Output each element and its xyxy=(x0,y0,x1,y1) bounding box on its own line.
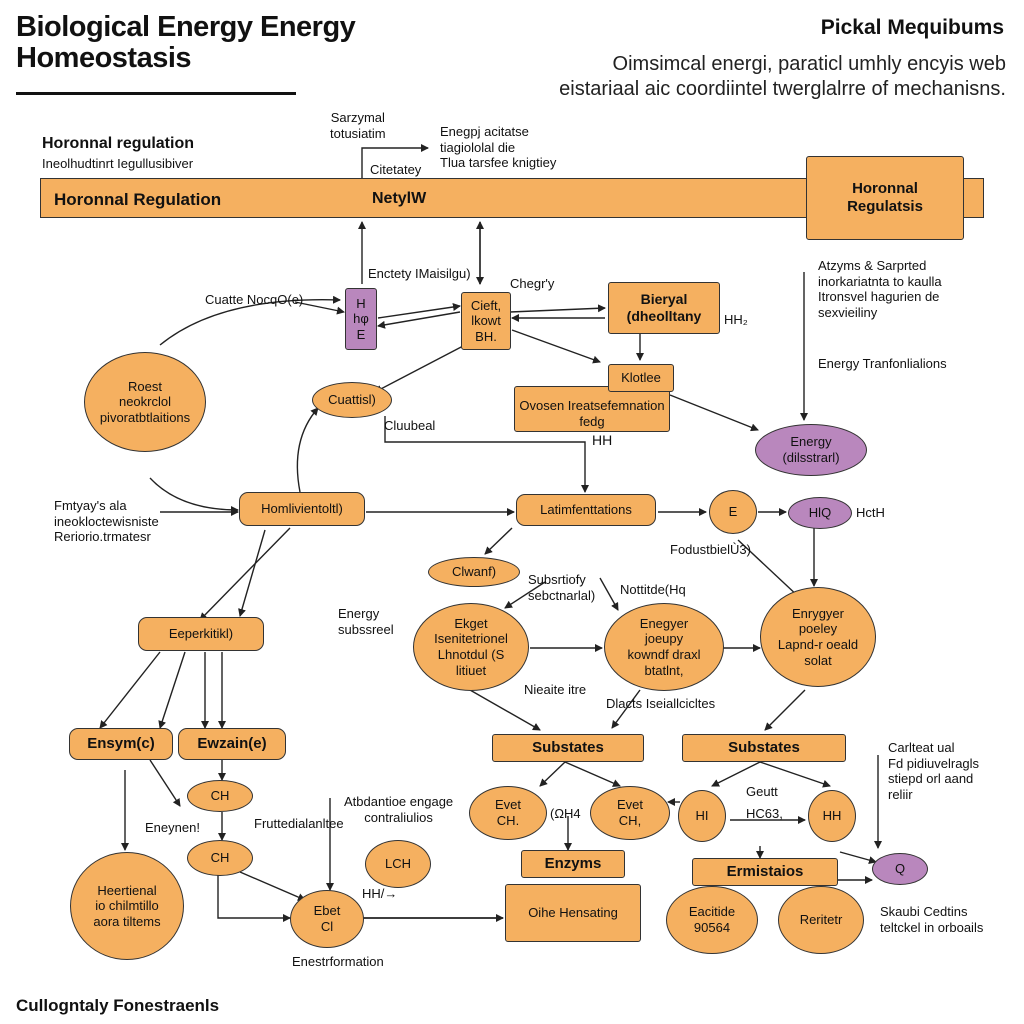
hve-node: H hφ E xyxy=(345,288,377,350)
eactlide-node: Eacitide 90564 xyxy=(666,886,758,954)
hh-label: HH xyxy=(592,432,613,448)
ebet-node: Ebet Cl xyxy=(290,890,364,948)
hormonal-regulatis-box: Horonnal Regulatsis xyxy=(806,156,964,240)
dlacts-label: Dlacts Iseiallcicltes xyxy=(606,696,716,711)
substates-right-node: Substates xyxy=(682,734,846,762)
geutt-label: Geutt xyxy=(746,784,778,799)
ch-bot-node: CH xyxy=(187,840,253,876)
energyr-right-node: Enrygyer poeley Lapnd-r oeald solat xyxy=(760,587,876,687)
energy-transformations-label: Energy Tranfonlialions xyxy=(818,356,947,371)
roest-node: Roest neokrclol pivoratbtlaitions xyxy=(84,352,206,452)
hi-circle-node: HI xyxy=(678,790,726,842)
band-label-left: Horonnal Regulation xyxy=(54,190,222,209)
carfteat-label: Carlteat ual Fd pidiuvelragls stiepd orl… xyxy=(888,740,980,802)
eneynel-label: Eneynen! xyxy=(145,820,200,835)
bieryal-node: Bieryal (dheolltany xyxy=(608,282,720,334)
subtitle: Oimsimcal energi, paraticl umhly encyis … xyxy=(559,53,1006,100)
energy-purple-node: Energy (dilsstrarl) xyxy=(755,424,867,476)
sarzymal-label: Sarzymal totusiatim xyxy=(330,110,386,141)
hmvent-node: Homlivientoltl) xyxy=(239,492,365,526)
reritetr-node: Reritetr xyxy=(778,886,864,954)
fodustbiel-label: FodustbielÙ3) xyxy=(670,542,751,557)
h4h-label: (ΩH4 xyxy=(550,806,581,821)
hq-purple-node: HlQ xyxy=(788,497,852,529)
latimfent-node: Latimfenttations xyxy=(516,494,656,526)
hormonal-heading: Horonnal regulation xyxy=(42,135,194,152)
footer-caption: Cullogntaly Fonestraenls xyxy=(16,996,220,1015)
ekgef-node: Ekget Isenitetrionel Lhnotdul (S litiuet xyxy=(413,603,529,691)
hh-circle-node: HH xyxy=(808,790,856,842)
chegry-label: Chegr'y xyxy=(510,276,555,291)
hh-sub-label: HH₂ xyxy=(724,312,748,327)
heertienal-node: Heertienal io chilmtillo aora tiltems xyxy=(70,852,184,960)
enestormation-label: Enestrformation xyxy=(292,954,384,969)
ch-top-node: CH xyxy=(187,780,253,812)
klotlee-node: Klotlee xyxy=(608,364,674,392)
enegg-label: Enegpj acitatse tiagiololal die Tlua tar… xyxy=(440,124,557,171)
q-purple-node: Q xyxy=(872,853,928,885)
evet-b-node: Evet CH, xyxy=(590,786,670,840)
substrofy-label: Subsrtiofy sebctnarlal) xyxy=(528,572,596,603)
clwanf-node: Clwanf) xyxy=(428,557,520,587)
ermistaios-node: Ermistaios xyxy=(692,858,838,886)
skaubi-label: Skaubi Cedtins teltckel in orboails xyxy=(880,904,984,935)
enctety-label: Enctety IMaisilgu) xyxy=(368,266,471,281)
cieft-node: Cieft, lkowt BH. xyxy=(461,292,511,350)
energyr-mid-node: Enegyer joeupy kowndf draxl btatlnt, xyxy=(604,603,724,691)
hormonal-sub-label: Ineolhudtinrt Iegullusibiver xyxy=(42,156,194,171)
top-right-title: Pickal Mequibums xyxy=(820,16,1004,39)
enzyms-node: Enzyms xyxy=(521,850,625,878)
cluubeal-label: Cluubeal xyxy=(384,418,436,433)
oxosen-node: Ovosen Ireatsefemnation fedg xyxy=(514,386,670,432)
evet-a-node: Evet CH. xyxy=(469,786,547,840)
cuattisl-node: Cuattisl) xyxy=(312,382,392,418)
atbdantre-label: Atbdantioe engage contraliulios xyxy=(344,794,454,825)
page-title: Biological Energy Energy Homeostasis xyxy=(16,11,356,75)
ensym-left-node: Ensym(c) xyxy=(69,728,173,760)
ewzan-node: Ewzain(e) xyxy=(178,728,286,760)
hc63-label: HC63, xyxy=(746,806,783,821)
cuatte-label: Cuatte NocqO(e) xyxy=(205,292,304,307)
lch-node: LCH xyxy=(365,840,431,888)
fruttedia-label: Fruttedialanltee xyxy=(254,816,344,831)
hcth-label: HctH xyxy=(856,505,885,520)
nottitde-label: Nottitde(Hq xyxy=(620,582,686,597)
energy-subs-label: Energy subssreel xyxy=(338,606,394,637)
fmtyays-label: Fmtyay's ala ineokloctewisniste Reriorio… xyxy=(54,498,159,545)
eeperkit-node: Eeperkitikl) xyxy=(138,617,264,651)
citetatey-label: Citetatey xyxy=(370,162,422,177)
atzyms-label: Atzyms & Sarprted inorkariatnta to kaull… xyxy=(818,258,942,320)
niesite-label: Nieaite itre xyxy=(524,682,587,697)
title-underline xyxy=(16,92,296,95)
band-label-mid: NetylW xyxy=(372,190,427,207)
substates-left-node: Substates xyxy=(492,734,644,762)
hhh-label: HH/→ xyxy=(362,886,398,901)
e-circle-node: E xyxy=(709,490,757,534)
ohle-node: Oihe Hensating xyxy=(505,884,641,942)
